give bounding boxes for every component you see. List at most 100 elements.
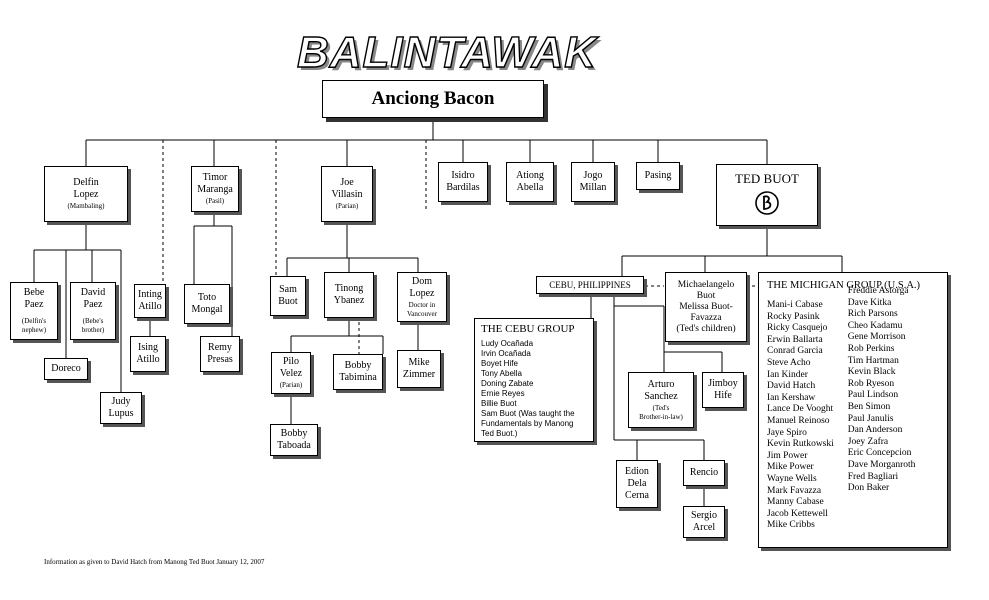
member-name: Paul Janulis	[847, 413, 894, 424]
node-sergio-arcel: Sergio Arcel	[683, 506, 725, 538]
node-ted-buot: TED BUOT	[716, 164, 818, 226]
member-name: Mani-i Cabase	[767, 300, 823, 310]
member-name: Dan Anderson	[847, 425, 903, 436]
node-mike-zimmer: Mike Zimmer	[397, 350, 441, 388]
node-name: Dom Lopez	[409, 275, 435, 299]
member-name: Conrad Garcia	[767, 346, 823, 357]
node-note: (Bebe's brother)	[81, 317, 105, 334]
member-name: Ricky Casquejo	[767, 323, 828, 334]
node-judy-lupus: Judy Lupus	[100, 392, 142, 424]
node-name: Jogo Millan	[579, 170, 607, 193]
node-name: Ising Atillo	[136, 342, 160, 365]
member-name: Paul Lindson	[847, 390, 899, 401]
node-arturo-sanchez: Arturo Sanchez (Ted's Brother-in-law)	[628, 372, 694, 428]
member-name: Irvin Ocañada	[481, 349, 531, 358]
member-name: Dave Morganroth	[847, 459, 916, 470]
node-name: Bobby Taboada	[277, 428, 311, 451]
member-name: Fred Bagliari	[847, 471, 899, 482]
node-note: (Mambaling)	[67, 202, 105, 210]
node-name: Joe Villasin	[331, 177, 363, 200]
node-name: Isidro Bardilas	[446, 170, 480, 193]
member-name: Joey Zafra	[847, 436, 889, 447]
node-name: Mike Zimmer	[402, 357, 436, 380]
node-name: David Paez	[80, 287, 106, 310]
ted-buot-logo-icon	[755, 191, 779, 215]
member-name: Ernie Reyes	[481, 389, 525, 398]
node-name: Delfin Lopez	[73, 177, 99, 200]
member-name: Sam Buot (Was taught the Fundamentals by…	[481, 409, 575, 438]
node-isidro-bardilas: Isidro Bardilas	[438, 162, 488, 202]
node-jimboy-hife: Jimboy Hife	[702, 372, 744, 408]
node-pilo-velez: Pilo Velez (Parian)	[271, 352, 311, 394]
chart-title: BALINTAWAK	[296, 27, 598, 77]
node-toto-mongal: Toto Mongal	[184, 284, 230, 324]
member-name: Freddie Astorga	[847, 286, 909, 296]
member-name: Tim Hartman	[847, 355, 899, 366]
node-name: Jimboy Hife	[708, 378, 738, 401]
node-note: Doctor in Vancouver	[407, 300, 437, 318]
node-dom-lopez: Dom Lopez Doctor in Vancouver	[397, 272, 447, 322]
member-name: Steve Acho	[767, 357, 811, 368]
node-name: Bebe Paez	[23, 287, 45, 310]
member-name: Eric Concepcion	[847, 448, 912, 459]
member-name: Mike Power	[767, 462, 814, 473]
member-name: Ludy Ocañada	[481, 339, 534, 348]
node-doreco: Doreco	[44, 358, 88, 380]
michigan-columns: Mani-i Cabase Rocky Pasink Ricky Casquej…	[767, 286, 915, 532]
node-name: Tinong Ybanez	[333, 283, 365, 306]
member-name: Kevin Rutkowski	[767, 439, 834, 450]
node-note: (Parian)	[279, 381, 303, 389]
node-bobby-tabimina: Bobby Tabimina	[333, 354, 383, 390]
michigan-group-header: THE MICHIGAN GROUP (U.S.A.)	[767, 280, 921, 291]
member-name: Kevin Black	[847, 367, 896, 378]
node-name: Pilo Velez	[279, 356, 303, 379]
member-name: Jaye Spiro	[767, 427, 807, 438]
node-name: Remy Presas	[207, 342, 233, 365]
member-name: Manny Cabase	[767, 497, 824, 508]
member-name: Rob Ryeson	[847, 378, 895, 389]
member-name: Jim Power	[767, 450, 808, 461]
member-name: Billie Buot	[481, 399, 517, 408]
member-name: Rich Parsons	[847, 309, 898, 320]
member-name: David Hatch	[767, 381, 816, 392]
node-david-paez: David Paez (Bebe's brother)	[70, 282, 116, 340]
michigan-column-1: Mani-i Cabase Rocky Pasink Ricky Casquej…	[767, 300, 834, 532]
node-ising-atillo: Ising Atillo	[130, 336, 166, 372]
node-note: (Parian)	[335, 202, 359, 210]
node-bobby-taboada: Bobby Taboada	[270, 424, 318, 456]
member-name: Mark Favazza	[767, 485, 822, 496]
node-name: Arturo Sanchez	[644, 378, 678, 402]
member-name: Wayne Wells	[767, 473, 817, 484]
member-name: Ian Kinder	[767, 369, 808, 380]
node-joe-villasin: Joe Villasin (Parian)	[321, 166, 373, 222]
node-name: Rencio	[689, 467, 719, 478]
node-delfin-lopez: Delfin Lopez (Mambaling)	[44, 166, 128, 222]
member-name: Manuel Reinoso	[767, 415, 830, 426]
node-name: Inting Atillo	[138, 289, 162, 312]
node-remy-presas: Remy Presas	[200, 336, 240, 372]
root-node-anciong-bacon: Anciong Bacon	[322, 80, 544, 118]
node-name: Ationg Abella	[516, 170, 544, 193]
node-michaelangelo-melissa: Michaelangelo Buot Melissa Buot- Favazza…	[665, 272, 747, 342]
node-sam-buot: Sam Buot	[270, 276, 306, 316]
node-name: Timor Maranga	[197, 172, 233, 195]
node-note: (Delfin's nephew)	[21, 317, 47, 334]
node-name: Pasing	[644, 170, 672, 181]
node-note: (Pasil)	[205, 197, 225, 205]
node-timor-maranga: Timor Maranga (Pasil)	[191, 166, 239, 212]
michigan-group-box: THE MICHIGAN GROUP (U.S.A.) Mani-i Cabas…	[758, 272, 948, 548]
node-name: TED BUOT	[735, 171, 799, 186]
michigan-column-2: Freddie Astorga Dave Kitka Rich Parsons …	[848, 286, 916, 532]
node-note: (Ted's Brother-in-law)	[639, 403, 683, 421]
member-name: Rob Perkins	[847, 343, 895, 354]
node-pasing: Pasing	[636, 162, 680, 190]
node-name: Bobby Tabimina	[339, 360, 377, 383]
member-name: Doning Zabate	[481, 379, 534, 388]
node-name: Sergio Arcel	[691, 510, 717, 533]
member-name: Jacob Kettewell	[767, 508, 828, 519]
member-name: Lance De Vooght	[767, 404, 834, 415]
node-tinong-ybanez: Tinong Ybanez	[324, 272, 374, 318]
footnote: Information as given to David Hatch from…	[44, 558, 265, 566]
member-name: Gene Morrison	[847, 332, 906, 343]
